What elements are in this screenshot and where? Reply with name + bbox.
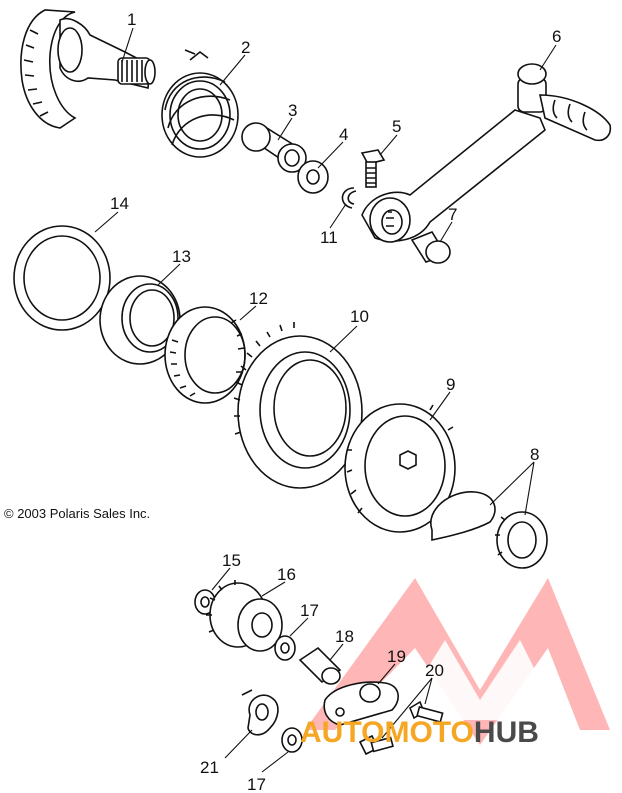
part-11-circlip <box>341 187 357 209</box>
label-19: 19 <box>387 647 406 666</box>
leader-lines <box>94 27 557 773</box>
label-5: 5 <box>392 117 401 136</box>
label-14: 14 <box>110 194 129 213</box>
part-18-pin <box>298 646 342 685</box>
label-4: 4 <box>339 125 348 144</box>
part-5-bolt <box>360 149 386 188</box>
part-3-bushing <box>241 122 307 173</box>
label-3: 3 <box>288 101 297 120</box>
label-8: 8 <box>530 445 539 464</box>
label-15: 15 <box>222 551 241 570</box>
label-12: 12 <box>249 289 268 308</box>
part-20-screws <box>358 700 444 756</box>
part-4-washer <box>297 160 329 194</box>
watermark-wordmark: AUTOMOTOHUB <box>300 716 539 749</box>
label-13: 13 <box>172 247 191 266</box>
part-7-cap <box>410 231 451 264</box>
label-21: 21 <box>200 758 219 777</box>
part-labels: 1 2 3 4 5 6 7 8 9 10 11 12 13 14 15 16 1… <box>110 10 561 793</box>
svg-text:AUTOMOTOHUB: AUTOMOTOHUB <box>300 716 539 749</box>
label-17b: 17 <box>247 775 266 793</box>
label-6: 6 <box>552 27 561 46</box>
label-2: 2 <box>241 38 250 57</box>
part-19-plate <box>323 681 399 726</box>
label-9: 9 <box>446 375 455 394</box>
label-16: 16 <box>277 565 296 584</box>
part-14-ring <box>13 225 111 331</box>
watermark-logo <box>305 578 610 745</box>
part-13-bearing <box>99 275 181 365</box>
part-10-gear-ring <box>233 322 363 489</box>
watermark-word-a: AUTOMOTO <box>300 716 474 749</box>
watermark-word-b: HUB <box>474 716 539 749</box>
part-1-kick-shaft <box>20 9 156 129</box>
label-18: 18 <box>335 627 354 646</box>
label-1: 1 <box>127 10 136 29</box>
label-11: 11 <box>320 228 338 247</box>
part-8-gasket-and-gear <box>430 491 548 569</box>
part-16-gear <box>206 580 283 652</box>
part-17-washer-upper <box>274 635 296 661</box>
part-9-hub <box>344 403 456 533</box>
part-17-washer-lower <box>281 727 303 753</box>
part-2-spring <box>161 49 239 158</box>
part-12-needle-bearing <box>164 306 246 404</box>
copyright-text: © 2003 Polaris Sales Inc. <box>4 506 150 521</box>
label-7: 7 <box>448 205 457 224</box>
label-17a: 17 <box>300 601 319 620</box>
part-6-kick-lever <box>361 63 612 243</box>
label-20: 20 <box>425 661 444 680</box>
part-21-link <box>241 689 279 736</box>
label-10: 10 <box>350 307 369 326</box>
